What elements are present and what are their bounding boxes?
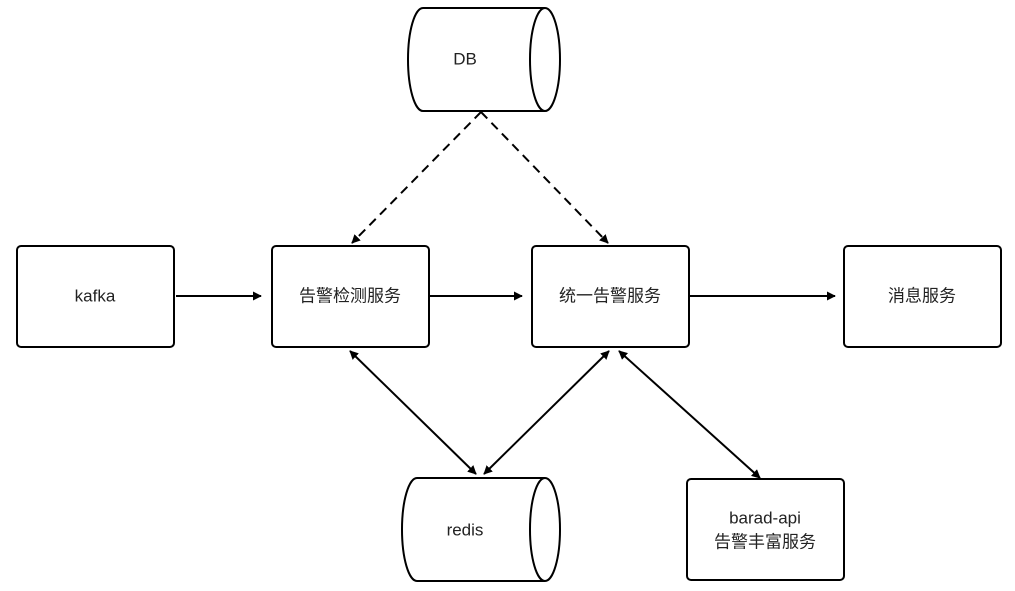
redis-node: redis: [401, 477, 561, 582]
edge-unified-redis: [483, 350, 610, 475]
edge-db-to-detect: [351, 111, 482, 244]
unified-alert-box: [531, 245, 690, 348]
barad-api-label-line2: 告警丰富服务: [714, 532, 816, 551]
unified-alert-label: 统一告警服务: [559, 286, 661, 305]
barad-api-label-line1: barad-api: [729, 508, 801, 527]
alert-detection-node: 告警检测服务: [271, 245, 430, 348]
db-node: DB: [407, 7, 561, 112]
kafka-label: kafka: [75, 286, 116, 305]
redis-label: redis: [447, 520, 484, 539]
message-service-label: 消息服务: [888, 286, 956, 305]
kafka-node: kafka: [16, 245, 175, 348]
edge-db-to-unified: [480, 111, 609, 244]
barad-api-node: barad-api 告警丰富服务: [686, 478, 845, 581]
edge-detect-redis: [349, 350, 477, 475]
unified-alert-node: 统一告警服务: [531, 245, 690, 348]
message-service-node: 消息服务: [843, 245, 1002, 348]
message-service-box: [843, 245, 1002, 348]
alert-detection-box: [271, 245, 430, 348]
redis-cylinder-cap: [529, 477, 546, 582]
db-cylinder-cap: [529, 7, 546, 112]
edge-unified-barad: [618, 350, 761, 479]
kafka-box: [16, 245, 175, 348]
alert-detection-label: 告警检测服务: [299, 286, 401, 305]
db-label: DB: [453, 49, 477, 68]
barad-api-box: [686, 478, 845, 581]
